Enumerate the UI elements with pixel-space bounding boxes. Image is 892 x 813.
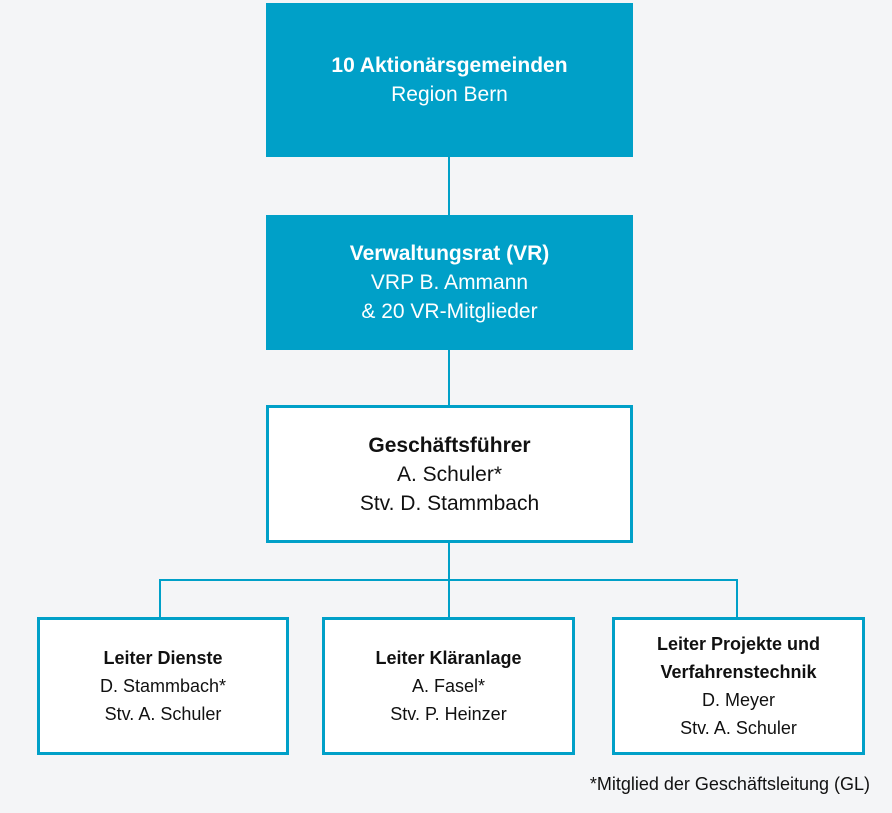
department-title-line2: Verfahrenstechnik (660, 662, 817, 682)
board-president: VRP B. Ammann (370, 271, 529, 294)
department-box-services: Leiter Dienste D. Stammbach* Stv. A. Sch… (37, 617, 289, 755)
ceo-name: A. Schuler* (396, 462, 503, 486)
department-box-projects: Leiter Projekte und Verfahrenstechnik D.… (612, 617, 865, 755)
shareholders-box: 10 Aktionärsgemeinden Region Bern (266, 3, 633, 157)
department-title: Leiter Kläranlage (375, 648, 522, 668)
footnote: *Mitglied der Geschäftsleitung (GL) (589, 774, 870, 794)
department-head: D. Meyer (701, 690, 775, 710)
department-head: A. Fasel* (411, 676, 486, 696)
ceo-title: Geschäftsführer (368, 433, 531, 457)
department-title: Leiter Dienste (103, 648, 223, 668)
department-box-treatment-plant: Leiter Kläranlage A. Fasel* Stv. P. Hein… (322, 617, 575, 755)
department-deputy: Stv. P. Heinzer (390, 704, 507, 724)
board-title: Verwaltungsrat (VR) (349, 242, 550, 265)
board-box: Verwaltungsrat (VR) VRP B. Ammann & 20 V… (266, 215, 633, 350)
department-deputy: Stv. A. Schuler (104, 704, 222, 724)
department-head: D. Stammbach* (99, 676, 227, 696)
department-title-line1: Leiter Projekte und (656, 634, 821, 654)
board-members: & 20 VR-Mitglieder (361, 300, 538, 323)
ceo-box: Geschäftsführer A. Schuler* Stv. D. Stam… (266, 405, 633, 543)
shareholders-title: 10 Aktionärsgemeinden (331, 54, 568, 77)
ceo-deputy: Stv. D. Stammbach (359, 491, 540, 515)
department-deputy: Stv. A. Schuler (680, 718, 797, 738)
shareholders-subtitle: Region Bern (391, 83, 508, 106)
